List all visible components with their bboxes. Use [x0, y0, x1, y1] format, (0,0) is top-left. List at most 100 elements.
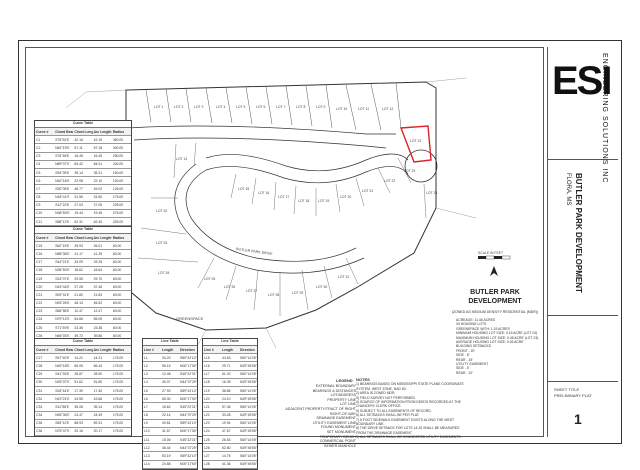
table-cell: N03°26'E	[55, 301, 70, 306]
table-cell: N81°19'E	[55, 145, 70, 150]
plat-stat: UTILITY EASEMENT	[456, 362, 489, 367]
table-cell: L20	[204, 396, 210, 401]
table-header-cell: Arc Length	[93, 235, 112, 240]
table-cell: 14.21	[93, 355, 103, 360]
table-cell: C20	[36, 284, 43, 289]
firm-logo-letters: ESI	[552, 59, 613, 103]
table-cell: C15	[36, 243, 43, 248]
table-cell: 12.47	[93, 309, 103, 314]
table-cell: 38.85	[222, 388, 231, 393]
table-cell: S89°42'10"E	[180, 421, 197, 426]
table-cell: L24	[204, 429, 210, 434]
lot-label: LOT 3	[194, 105, 203, 109]
lot-label: LOT 22	[384, 179, 395, 183]
adjacent-parcel-lines	[65, 77, 477, 349]
table-cell: S89°42'10"E	[180, 454, 197, 459]
table-cell: N29°45'55"E	[240, 380, 257, 385]
plat-stat: AVERAGE HOUSING LOT SIZE: 0.26 ACRE	[456, 340, 524, 345]
table-cell: L19	[204, 388, 210, 393]
table-cell: L14	[144, 462, 150, 467]
plat-stat: 34 HOUSING LOTS	[456, 322, 487, 327]
table-title: Line Table	[203, 339, 257, 346]
table-cell: 57.18	[93, 145, 103, 150]
legend-item: FOUND MONUMENT	[321, 425, 356, 430]
table-cell: C32	[36, 396, 43, 401]
table-cell: 41.36	[222, 462, 231, 467]
table-cell: 48.77	[74, 186, 83, 191]
table-cell: S60°14'05"E	[240, 355, 257, 360]
lot-label: LOT 14	[176, 157, 187, 161]
table-header-row: Curve #Chord BearingChord LengthArc Leng…	[35, 128, 131, 137]
table-cell: 175.00	[112, 380, 124, 385]
note-item: 6) ALL SETBACKS SHALL BE PER PLAT.	[356, 413, 420, 418]
table-cell: 58.15	[162, 363, 171, 368]
table-cell: L3	[144, 372, 148, 377]
table-cell: S09°31'E	[55, 292, 70, 297]
table-cell: S60°14'05"E	[240, 404, 257, 409]
lot-label: LOT 4	[216, 105, 225, 109]
table-cell: 350.00	[112, 137, 124, 142]
plat-stat: BUILDING SETBACKS	[456, 344, 492, 349]
table-cell: S60°14'05"E	[240, 421, 257, 426]
table-cell: S41°33'E	[55, 372, 70, 377]
table-cell: 57.46	[222, 404, 231, 409]
table-cell: 33.25	[93, 260, 103, 265]
table-cell: S54°39'E	[55, 170, 70, 175]
table-cell: C10	[36, 211, 43, 216]
table-title: Line Table	[143, 339, 197, 346]
plat-stat: FRONT - 20'	[456, 348, 476, 353]
curve-table-bottom-left: Curve Table Curve #Chord BearingChord Le…	[34, 338, 132, 438]
road-loop	[205, 153, 409, 172]
table-header-cell: Chord Length	[74, 235, 92, 240]
plat-stat: REAR - 10'	[456, 370, 473, 375]
table-cell: 24.49	[93, 413, 103, 418]
plat-stat: ACREAGE: 11.46 ACRES	[456, 318, 496, 322]
table-cell: 19.45	[93, 211, 103, 216]
lot-label: LOT 11	[358, 107, 369, 111]
highlighted-lot	[400, 125, 432, 163]
lot-label: LOT 1	[154, 105, 163, 109]
table-cell: 27.93	[162, 388, 171, 393]
table-cell: N44°37'29"W	[180, 413, 197, 418]
project-title-line2: FLORA, MS	[565, 173, 571, 206]
lot-label: LOT 15	[238, 187, 249, 191]
table-cell: 27.03	[74, 203, 83, 208]
table-header-cell: Line #	[204, 347, 214, 352]
table-cell: N33°07'E	[55, 380, 70, 385]
table-cell: 14.75	[222, 454, 231, 459]
table-cell: 225.00	[112, 203, 124, 208]
table-cell: S75°52'E	[55, 137, 70, 142]
table-cell: L15	[204, 355, 210, 360]
table-cell: 34.20	[162, 355, 171, 360]
table-cell: S89°42'10"E	[180, 388, 197, 393]
table-cell: L8	[144, 413, 148, 418]
table-cell: C23	[36, 309, 43, 314]
table-cell: N29°45'55"E	[240, 363, 257, 368]
note-item: 7) 5 FOOT SIDEWALK EASEMENT EXISTS ALONG…	[356, 417, 454, 427]
table-cell: N79°12'E	[55, 317, 70, 322]
divider	[548, 381, 618, 382]
table-cell: 53.19	[162, 454, 171, 459]
table-cell: N44°37'29"W	[180, 380, 197, 385]
table-cell: 21.83	[93, 292, 103, 297]
